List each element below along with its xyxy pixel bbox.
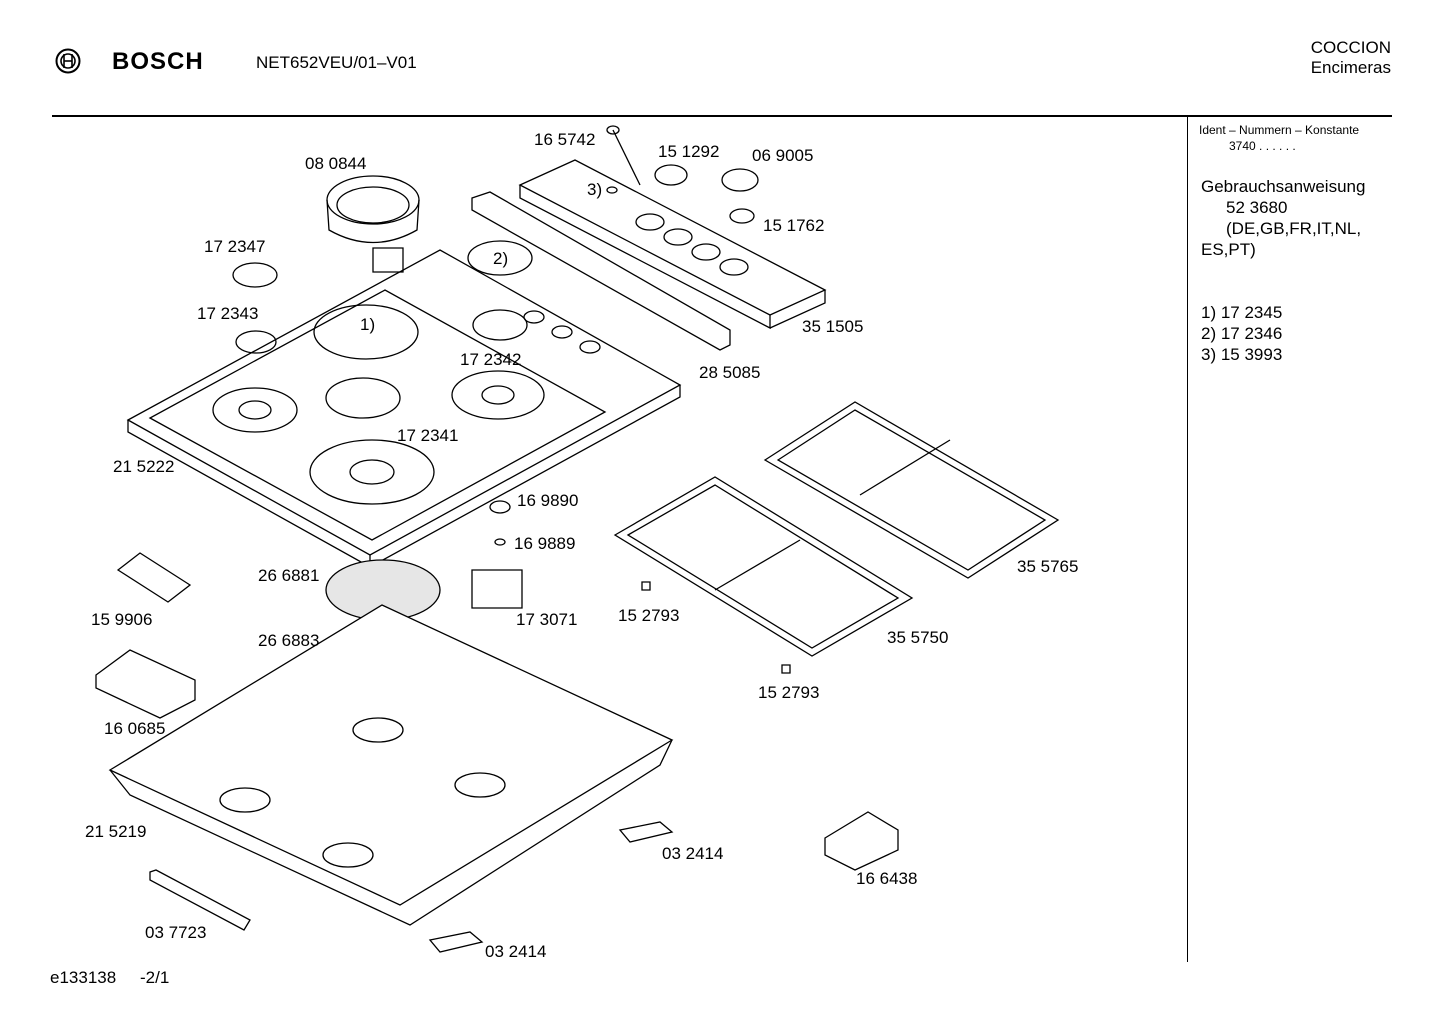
part-label: 17 3071 [516,610,578,629]
footnote-item: 2) 17 2346 [1201,324,1283,343]
part-label: 15 2793 [758,683,820,702]
manual-title: Gebrauchsanweisung [1201,177,1366,196]
part-label: 03 2414 [485,942,547,961]
part-label: 17 2342 [460,350,522,369]
footnote-list: 1) 17 2345 2) 17 2346 3) 15 3993 [1201,302,1282,365]
part-label: 21 5219 [85,822,147,841]
sidebar-divider [1187,117,1188,962]
part-label: 26 6881 [258,566,320,585]
knob-part [655,165,687,185]
burner-large-part [326,378,400,418]
foot-part [782,665,790,673]
part-label: 21 5222 [113,457,175,476]
category-title: COCCION Encimeras [1311,38,1391,78]
burner-cap-part [495,539,505,545]
callout-3-part [607,187,617,193]
part-label: 08 0844 [305,154,367,173]
ring-part [233,263,277,287]
part-label: 16 9890 [517,491,579,510]
hotplate-part [327,176,419,272]
part-label: 06 9005 [752,146,814,165]
terminal-block [118,553,190,602]
part-label: 03 7723 [145,923,207,942]
part-label: 26 6883 [258,631,320,650]
part-label: 16 6438 [856,869,918,888]
part-label: 15 2793 [618,606,680,625]
part-label: 16 5742 [534,130,596,149]
callout-label: 3) [587,180,603,199]
manual-languages-cont: ES,PT) [1201,240,1256,259]
part-label: 16 9889 [514,534,576,553]
callout-label: 2) [493,249,509,268]
model-number: NET652VEU/01–V01 [256,53,417,72]
burner-small-part [236,331,276,353]
part-label: 17 2343 [197,304,259,323]
foot-part [642,582,650,590]
bracket-part [620,822,672,842]
brand-name: BOSCH [112,48,204,75]
footnote-item: 1) 17 2345 [1201,303,1283,322]
pan-support-left [615,477,912,656]
footnote-item: 3) 15 3993 [1201,345,1283,364]
part-label: 35 5750 [887,628,949,647]
part-label: 15 1292 [658,142,720,161]
callout-2-plate [468,241,532,275]
part-label: 16 0685 [104,719,166,738]
ignition-cable [613,130,640,185]
pan-support-right [765,402,1058,578]
part-label: 03 2414 [662,844,724,863]
part-label: 17 2347 [204,237,266,256]
part-label: 35 1505 [802,317,864,336]
part-label: 35 5765 [1017,557,1079,576]
part-label: 15 1762 [763,216,825,235]
knob-part [722,169,758,191]
ident-label: Ident – Nummern – Konstante [1199,123,1360,137]
part-label: 15 9906 [91,610,153,629]
manual-number: 52 3680 [1226,198,1288,217]
header-rule [52,115,1392,117]
energy-regulator [472,570,522,608]
callout-label: 1) [360,315,376,334]
cover-part [96,650,195,718]
manual-languages: (DE,GB,FR,IT,NL, [1226,219,1362,238]
part-label: 28 5085 [699,363,761,382]
connection-box [825,812,898,870]
ignition-plug [607,126,619,134]
bosch-logo-icon [55,48,81,74]
seal-strip [150,870,250,930]
part-label: 17 2341 [397,426,459,445]
control-panel [520,160,825,328]
bottom-tray [110,605,672,925]
page-number: -2/1 [140,968,170,987]
category-line-1: COCCION [1310,38,1391,57]
hob-top-plate [128,250,680,567]
trim-strip [472,192,730,350]
burner-medium-part [473,310,527,340]
manual-block: Gebrauchsanweisung 52 3680 (DE,GB,FR,IT,… [1201,176,1365,260]
drawing-code: e133138 [50,968,117,987]
category-line-2: Encimeras [1310,58,1391,77]
knob-ring-part [730,209,754,223]
burner-cap-part [490,501,510,513]
bracket-part [430,932,482,952]
ident-value: 3740 . . . . . . [1229,139,1296,153]
